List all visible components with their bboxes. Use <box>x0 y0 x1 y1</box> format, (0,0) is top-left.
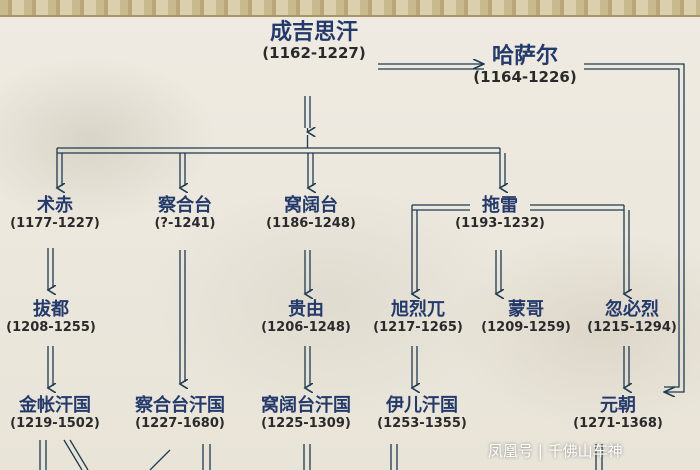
node-years: (1225-1309) <box>261 415 351 431</box>
node-years: (1206-1248) <box>261 319 351 335</box>
node-years: (1186-1248) <box>266 215 356 231</box>
node-name: 旭烈兀 <box>391 299 445 320</box>
node-name: 窝阔台 <box>284 195 338 216</box>
node-ogedei: 窝阔台 (1186-1248) <box>255 195 367 232</box>
node-years: (1162-1227) <box>262 44 366 63</box>
node-chagatai-khanate: 察合台汗国 (1227-1680) <box>112 395 248 432</box>
node-name: 拔都 <box>33 299 69 320</box>
node-name: 忽必烈 <box>605 299 659 320</box>
node-name: 拖雷 <box>482 195 518 216</box>
node-qasar: 哈萨尔 (1164-1226) <box>460 44 590 87</box>
node-guyuk: 贵由 (1206-1248) <box>250 299 362 336</box>
node-years: (1208-1255) <box>6 319 96 335</box>
node-name: 哈萨尔 <box>491 44 558 69</box>
trunk-horizontal <box>57 147 500 154</box>
arrow-root-down <box>304 96 311 128</box>
node-kublai: 忽必烈 (1215-1294) <box>580 299 684 336</box>
node-name: 金帐汗国 <box>19 395 91 416</box>
node-name: 窝阔台汗国 <box>261 395 351 416</box>
node-name: 伊儿汗国 <box>386 395 458 416</box>
node-name: 蒙哥 <box>508 299 544 320</box>
node-ogedei-khanate: 窝阔台汗国 (1225-1309) <box>244 395 368 432</box>
node-years: (1217-1265) <box>373 319 463 335</box>
node-name: 贵由 <box>288 299 324 320</box>
node-years: (1164-1226) <box>473 68 577 87</box>
node-years: (1253-1355) <box>377 415 467 431</box>
node-years: (1271-1368) <box>573 415 663 431</box>
node-name: 术赤 <box>37 195 73 216</box>
node-years: (1227-1680) <box>135 415 225 431</box>
node-years: (1193-1232) <box>455 215 545 231</box>
node-hulagu: 旭烈兀 (1217-1265) <box>362 299 474 336</box>
node-chagatai: 察合台 (?-1241) <box>130 195 240 232</box>
node-name: 察合台汗国 <box>135 395 225 416</box>
node-years: (1209-1259) <box>481 319 571 335</box>
node-years: (?-1241) <box>154 215 216 231</box>
watermark-text: 凤凰号 | 千佛山车神 <box>488 442 623 460</box>
node-name: 元朝 <box>600 395 636 416</box>
node-mongke: 蒙哥 (1209-1259) <box>474 299 578 336</box>
tolui-branch <box>412 204 624 211</box>
node-tolui: 拖雷 (1193-1232) <box>444 195 556 232</box>
node-years: (1215-1294) <box>587 319 677 335</box>
node-jochi: 术赤 (1177-1227) <box>0 195 110 232</box>
node-batu: 拔都 (1208-1255) <box>0 299 102 336</box>
brother-to-yuan-line <box>584 63 685 392</box>
node-name: 察合台 <box>158 195 212 216</box>
continuing-lines <box>39 439 603 470</box>
node-name: 成吉思汗 <box>269 20 358 45</box>
node-golden-horde: 金帐汗国 (1219-1502) <box>0 395 110 432</box>
decorative-top-border <box>0 0 700 17</box>
node-yuan-dynasty: 元朝 (1271-1368) <box>568 395 668 432</box>
node-years: (1219-1502) <box>10 415 100 431</box>
node-years: (1177-1227) <box>10 215 100 231</box>
node-genghis-khan: 成吉思汗 (1162-1227) <box>248 20 380 63</box>
node-ilkhanate: 伊儿汗国 (1253-1355) <box>366 395 478 432</box>
